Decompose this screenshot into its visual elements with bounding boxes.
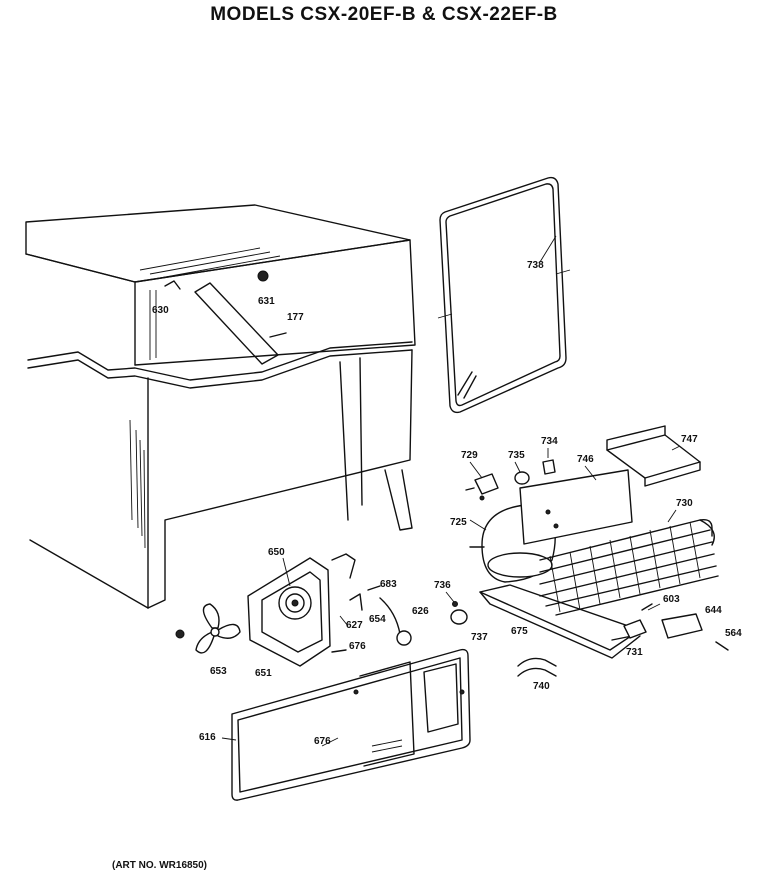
label-653: 653 (210, 666, 227, 677)
label-564: 564 (725, 628, 742, 639)
page-title: MODELS CSX-20EF-B & CSX-22EF-B (210, 4, 558, 25)
label-746: 746 (577, 454, 594, 465)
label-626: 626 (412, 606, 429, 617)
label-631: 631 (258, 296, 275, 307)
part-labels: 630 631 177 738 729 735 734 746 747 725 … (152, 260, 742, 747)
leader-lines (221, 235, 681, 747)
label-630: 630 (152, 305, 169, 316)
label-747: 747 (681, 434, 698, 445)
fan-motor-icon (247, 553, 412, 667)
label-736: 736 (434, 580, 451, 591)
label-735: 735 (508, 450, 525, 461)
label-676b: 676 (314, 736, 331, 747)
label-683: 683 (380, 579, 397, 590)
label-738: 738 (527, 260, 544, 271)
refrigerator-cabinet-icon (25, 204, 416, 609)
compressor-icon (465, 459, 641, 659)
label-740: 740 (533, 681, 550, 692)
art-number: (ART NO. WR16850) (112, 860, 208, 871)
label-644: 644 (705, 605, 722, 616)
label-730: 730 (676, 498, 693, 509)
label-675: 675 (511, 626, 528, 637)
door-gasket-icon (437, 176, 571, 414)
label-603: 603 (663, 594, 680, 605)
condenser-coil-icon (539, 518, 719, 616)
small-parts-icon (450, 601, 729, 677)
fan-blade-icon (175, 603, 241, 654)
label-734: 734 (541, 436, 558, 447)
label-729: 729 (461, 450, 478, 461)
label-627: 627 (346, 620, 363, 631)
access-panel-icon (231, 648, 471, 801)
label-651: 651 (255, 668, 272, 679)
label-177: 177 (287, 312, 304, 323)
label-737: 737 (471, 632, 488, 643)
label-654: 654 (369, 614, 386, 625)
label-650: 650 (268, 547, 285, 558)
bracket-icon (606, 425, 701, 487)
label-676a: 676 (349, 641, 366, 652)
label-616: 616 (199, 732, 216, 743)
label-731: 731 (626, 647, 643, 658)
label-725: 725 (450, 517, 467, 528)
